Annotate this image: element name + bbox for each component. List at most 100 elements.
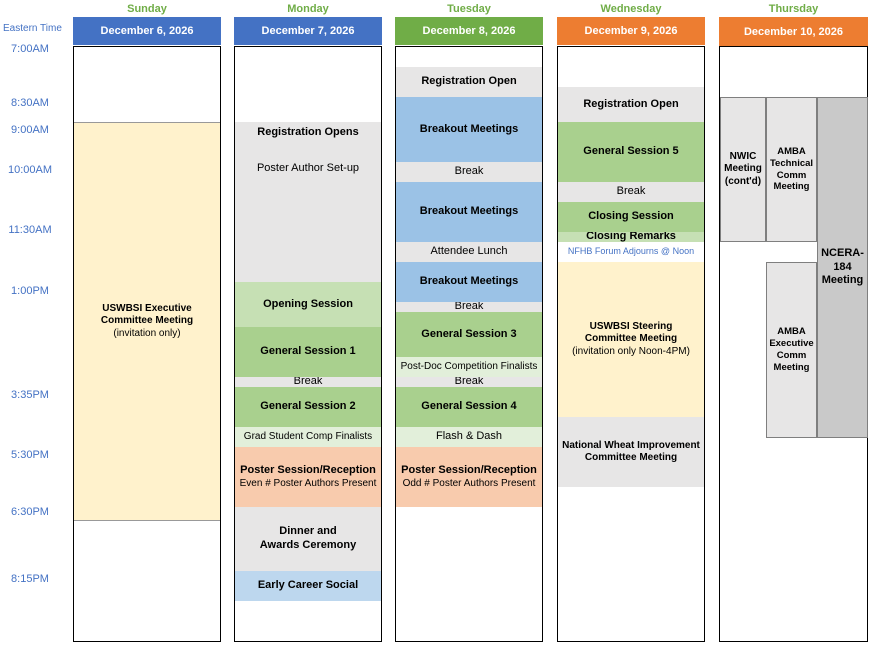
event-nwic-meeting-contd[interactable]: NWIC Meeting (cont'd) bbox=[720, 97, 766, 242]
event-flash-dash[interactable]: Flash & Dash bbox=[396, 427, 542, 447]
event-general-session-3[interactable]: General Session 3 bbox=[396, 312, 542, 357]
time-label: 1:00PM bbox=[11, 285, 49, 297]
event-title: General Session 3 bbox=[421, 327, 517, 340]
time-label: 9:00AM bbox=[11, 124, 49, 136]
event-break-3[interactable]: Break bbox=[396, 377, 542, 387]
event-poster-setup: Poster Author Set-up bbox=[256, 161, 360, 174]
event-dinner-awards[interactable]: Dinner and Awards Ceremony bbox=[235, 507, 381, 571]
event-break-1[interactable]: Break bbox=[396, 162, 542, 182]
event-usw-executive-committee[interactable]: USWBSI Executive Committee Meeting (invi… bbox=[74, 122, 220, 521]
event-breakout-meetings-1[interactable]: Breakout Meetings bbox=[396, 97, 542, 162]
event-closing-remarks[interactable]: Closing Remarks bbox=[558, 232, 704, 242]
event-title: General Session 1 bbox=[260, 345, 356, 358]
event-title: Dinner and bbox=[279, 525, 337, 538]
event-title: Post-Doc Competition Finalists bbox=[400, 360, 538, 372]
event-title: Attendee Lunch bbox=[430, 245, 508, 258]
event-title: General Session 4 bbox=[421, 400, 517, 413]
event-title: Registration Opens bbox=[257, 126, 359, 138]
event-title: Opening Session bbox=[263, 297, 353, 310]
event-general-session-1[interactable]: General Session 1 bbox=[235, 327, 381, 377]
event-title: (cont'd) bbox=[724, 175, 762, 187]
event-registration-open-tue[interactable]: Registration Open bbox=[396, 67, 542, 97]
event-break-2[interactable]: Break bbox=[396, 302, 542, 312]
day-name-tuesday: Tuesday bbox=[447, 3, 491, 15]
event-poster-session-monday[interactable]: Poster Session/Reception Even # Poster A… bbox=[235, 447, 381, 507]
event-national-wheat-committee[interactable]: National Wheat Improvement Committee Mee… bbox=[558, 417, 704, 487]
event-title: Meeting bbox=[773, 181, 810, 193]
event-title: AMBA bbox=[777, 326, 806, 338]
event-title: Break bbox=[293, 377, 323, 387]
date-header-thursday: December 10, 2026 bbox=[719, 17, 868, 47]
event-note: (invitation only) bbox=[113, 327, 181, 339]
event-title: Early Career Social bbox=[257, 579, 359, 592]
event-title: USWBSI Steering Committee Meeting bbox=[584, 320, 678, 345]
day-name-wednesday: Wednesday bbox=[600, 3, 662, 15]
time-label: 3:35PM bbox=[11, 389, 49, 401]
day-name-sunday: Sunday bbox=[127, 3, 167, 15]
event-attendee-lunch[interactable]: Attendee Lunch bbox=[396, 242, 542, 262]
time-label: 10:00AM bbox=[7, 164, 53, 176]
event-nfhb-adjourns[interactable]: NFHB Forum Adjourns @ Noon bbox=[558, 242, 704, 262]
event-registration-opens[interactable]: Registration Opens Poster Author Set-up bbox=[235, 122, 381, 282]
event-title: Break bbox=[454, 165, 484, 178]
event-title: General Session 2 bbox=[260, 400, 356, 413]
event-title: Poster Session/Reception bbox=[401, 463, 537, 476]
event-title: Closing Session bbox=[588, 210, 674, 223]
event-general-session-5[interactable]: General Session 5 bbox=[558, 122, 704, 182]
event-title: Break bbox=[616, 185, 646, 198]
event-title: Breakout Meetings bbox=[419, 205, 519, 218]
event-title: General Session 5 bbox=[583, 145, 679, 158]
event-registration-open-wed[interactable]: Registration Open bbox=[558, 87, 704, 122]
event-poster-session-tuesday[interactable]: Poster Session/Reception Odd # Poster Au… bbox=[396, 447, 542, 507]
event-break-wed[interactable]: Break bbox=[558, 182, 704, 202]
event-title: NCERA- bbox=[821, 246, 864, 259]
event-title: Break bbox=[454, 377, 484, 387]
event-title: Grad Student Comp Finalists bbox=[243, 430, 373, 442]
event-title: Breakout Meetings bbox=[419, 275, 519, 288]
event-title: Flash & Dash bbox=[435, 430, 503, 443]
event-grad-student-comp[interactable]: Grad Student Comp Finalists bbox=[235, 427, 381, 447]
event-breakout-meetings-2[interactable]: Breakout Meetings bbox=[396, 182, 542, 242]
event-general-session-4[interactable]: General Session 4 bbox=[396, 387, 542, 427]
event-amba-executive-comm[interactable]: AMBA Executive Comm Meeting bbox=[766, 262, 817, 438]
time-zone-header: Eastern Time bbox=[3, 23, 62, 34]
event-opening-session[interactable]: Opening Session bbox=[235, 282, 381, 327]
event-title: Registration Open bbox=[421, 75, 517, 88]
event-title: Technical bbox=[769, 157, 814, 169]
event-title: Awards Ceremony bbox=[259, 539, 357, 551]
time-label: 6:30PM bbox=[11, 506, 49, 518]
event-title: Meeting bbox=[821, 274, 864, 287]
event-usw-steering-committee[interactable]: USWBSI Steering Committee Meeting (invit… bbox=[558, 262, 704, 417]
day-name-thursday: Thursday bbox=[768, 3, 819, 15]
event-title: Comm bbox=[776, 169, 807, 181]
event-title: Meeting bbox=[773, 361, 810, 373]
event-title: AMBA bbox=[777, 145, 806, 157]
event-title: National Wheat Improvement Committee Mee… bbox=[562, 439, 700, 464]
event-general-session-2[interactable]: General Session 2 bbox=[235, 387, 381, 427]
event-title: 184 bbox=[833, 260, 852, 273]
event-title: Closing Remarks bbox=[586, 232, 676, 242]
date-header-wednesday: December 9, 2026 bbox=[557, 17, 705, 45]
date-header-sunday: December 6, 2026 bbox=[73, 17, 221, 45]
event-title: Registration Open bbox=[583, 97, 679, 110]
time-label: 7:00AM bbox=[11, 43, 49, 55]
event-title: Meeting bbox=[724, 163, 762, 175]
time-label: 11:30AM bbox=[8, 224, 52, 236]
event-title: Poster Session/Reception bbox=[240, 463, 376, 476]
event-ncera-184-meeting[interactable]: NCERA- 184 Meeting bbox=[817, 97, 868, 438]
event-postdoc-finalists[interactable]: Post-Doc Competition Finalists bbox=[396, 357, 542, 377]
event-early-career-social[interactable]: Early Career Social bbox=[235, 571, 381, 601]
event-note: (invitation only Noon-4PM) bbox=[572, 345, 690, 357]
event-title: NWIC bbox=[729, 150, 757, 162]
event-break[interactable]: Break bbox=[235, 377, 381, 387]
date-header-tuesday: December 8, 2026 bbox=[395, 17, 543, 45]
time-label: 5:30PM bbox=[11, 449, 49, 461]
event-title: NFHB Forum Adjourns @ Noon bbox=[567, 246, 695, 257]
event-closing-session[interactable]: Closing Session bbox=[558, 202, 704, 232]
event-title: Executive bbox=[769, 338, 814, 350]
event-breakout-meetings-3[interactable]: Breakout Meetings bbox=[396, 262, 542, 302]
time-label: 8:15PM bbox=[11, 573, 49, 585]
date-header-monday: December 7, 2026 bbox=[234, 17, 382, 45]
day-name-monday: Monday bbox=[287, 3, 329, 15]
event-amba-technical-comm[interactable]: AMBA Technical Comm Meeting bbox=[766, 97, 817, 242]
